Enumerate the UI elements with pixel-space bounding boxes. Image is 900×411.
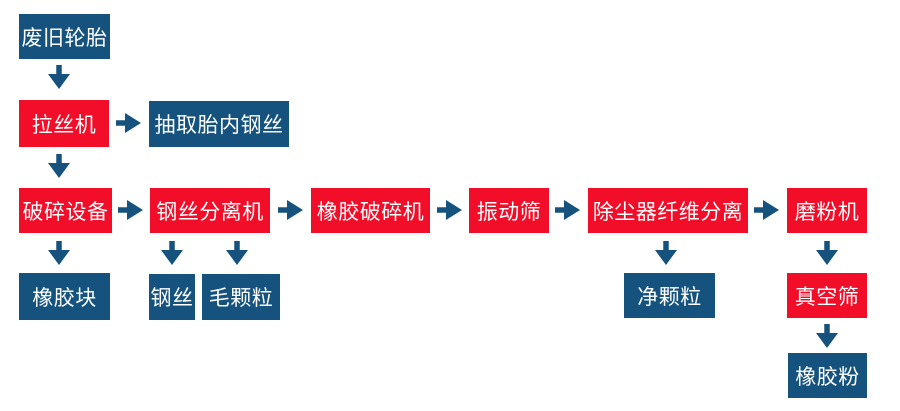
node-vacuum-screen: 真空筛	[787, 273, 867, 318]
arrow-down-icon	[224, 240, 250, 267]
arrow-down-icon	[159, 240, 185, 267]
arrow-down-icon	[814, 323, 840, 350]
node-wire-drawing-machine: 拉丝机	[19, 100, 109, 147]
arrow-right-icon	[436, 199, 464, 221]
node-vibrating-screen: 振动筛	[469, 188, 549, 233]
arrow-right-icon	[554, 199, 582, 221]
node-waste-tires: 废旧轮胎	[19, 14, 110, 59]
arrow-right-icon	[115, 112, 143, 134]
node-dust-collector-fiber-separation: 除尘器纤维分离	[588, 188, 748, 233]
arrow-down-icon	[814, 240, 840, 267]
node-extract-inner-steel-wire: 抽取胎内钢丝	[149, 101, 289, 147]
node-clean-granules: 净颗粒	[624, 273, 715, 318]
node-grinding-machine: 磨粉机	[787, 188, 867, 233]
node-rough-granules: 毛颗粒	[202, 274, 280, 320]
arrow-right-icon	[277, 199, 305, 221]
node-rubber-blocks: 橡胶块	[19, 273, 110, 320]
node-rubber-crusher: 橡胶破碎机	[311, 188, 430, 233]
arrow-down-icon	[46, 153, 72, 180]
arrow-down-icon	[46, 240, 72, 267]
arrow-down-icon	[46, 64, 72, 91]
arrow-right-icon	[117, 199, 145, 221]
node-steel-wire-separator: 钢丝分离机	[150, 188, 270, 233]
arrow-right-icon	[753, 199, 781, 221]
node-crushing-equipment: 破碎设备	[19, 188, 112, 233]
node-steel-wire: 钢丝	[149, 274, 195, 320]
arrow-down-icon	[653, 240, 679, 267]
node-rubber-powder: 橡胶粉	[788, 353, 867, 398]
